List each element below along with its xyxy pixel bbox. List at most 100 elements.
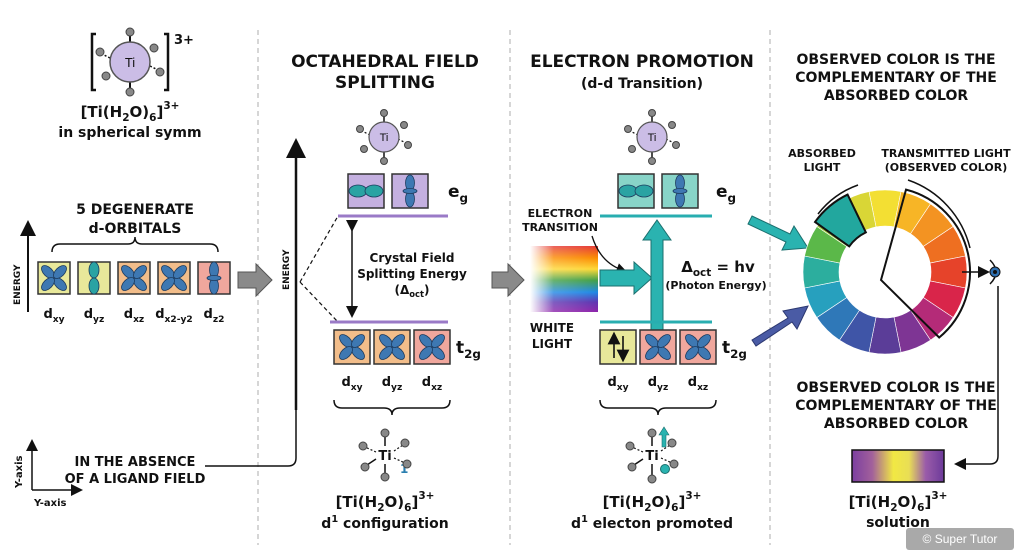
color-wheel xyxy=(802,188,971,355)
t2g-label-3: t2g xyxy=(722,338,747,361)
promotion-title-1: ELECTRON PROMOTION xyxy=(530,52,754,72)
complex-icon-promoted: Ti xyxy=(625,426,679,484)
orbital-label-dxz: dxz xyxy=(124,307,144,325)
orbital-label-dyz: dyz xyxy=(84,307,105,325)
svg-text:Ti: Ti xyxy=(378,449,391,464)
ti-label: Ti xyxy=(125,55,135,70)
transmitted-arc xyxy=(907,179,971,249)
transmitted-light-2: (OBSERVED COLOR) xyxy=(885,161,1008,174)
svg-text:Ti: Ti xyxy=(380,132,389,144)
absorbed-wedge xyxy=(813,193,868,248)
formula-spherical: [Ti(H2O)6]3+ xyxy=(81,100,180,124)
degenerate-orbital-labels: dxy dyz dxz dx2-y2 dz2 xyxy=(43,307,224,325)
degenerate-brace xyxy=(51,236,219,253)
t2g-label-dxz: dxz xyxy=(422,375,442,393)
t2g-box-3b xyxy=(639,329,677,365)
electron-pair-arrows xyxy=(607,331,630,363)
gray-arrow-1 xyxy=(237,262,273,298)
caption-spherical: in spherical symm xyxy=(58,125,201,141)
solution-swatch xyxy=(851,449,945,483)
cfse-text-2: Splitting Energy xyxy=(357,267,467,281)
color-title-1: OBSERVED COLOR IS THE xyxy=(796,52,995,68)
absorbed-light-1: ABSORBED xyxy=(788,147,856,160)
split-line-up xyxy=(299,215,339,283)
complex-icon-octahedral: Ti xyxy=(356,109,412,165)
observed-text-1: OBSERVED COLOR IS THE xyxy=(796,380,995,396)
t2g-brace-2 xyxy=(333,399,451,416)
eg-label-3: eg xyxy=(716,182,736,205)
panel-color: OBSERVED COLOR IS THE COMPLEMENTARY OF T… xyxy=(788,52,1014,550)
white-light-2: LIGHT xyxy=(532,337,573,351)
absorbed-light-2: LIGHT xyxy=(804,161,841,174)
formula-solution: [Ti(H2O)6]3+ xyxy=(849,490,948,514)
transmitted-wedge xyxy=(879,188,971,339)
observed-text-2: COMPLEMENTARY OF THE xyxy=(795,398,997,414)
complex-icon-spherical: Ti 3+ xyxy=(90,27,194,97)
t2g-box-2 xyxy=(373,329,411,365)
t2g3-label-dyz: dyz xyxy=(648,375,669,393)
degenerate-title-2: d-ORBITALS xyxy=(89,221,182,237)
white-light-1: WHITE xyxy=(530,321,574,335)
formula-d1: [Ti(H2O)6]3+ xyxy=(336,490,435,514)
t2g-label-2: t2g xyxy=(456,338,481,361)
photon-arrow xyxy=(599,260,653,296)
t2g-box-3 xyxy=(413,329,451,365)
orbital-label-dx2y2: dx2-y2 xyxy=(155,307,193,325)
svg-text:Ti: Ti xyxy=(645,449,658,464)
panel-spherical: Ti 3+ [Ti(H2O)6]3+ in spherical symm 5 D… xyxy=(13,27,297,509)
gray-arrow-2 xyxy=(491,262,525,298)
delta-equation: Δoct = hv xyxy=(681,258,755,279)
arrow-t2g-to-wheel xyxy=(751,305,809,347)
t2g-label-dyz: dyz xyxy=(382,375,403,393)
degenerate-orbitals xyxy=(37,261,231,295)
transition-pointer xyxy=(591,235,627,274)
t2g3-label-dxy: dxy xyxy=(607,375,628,393)
wheel-center xyxy=(842,229,928,315)
octahedral-title-2: SPLITTING xyxy=(335,73,435,93)
promotion-arrow xyxy=(642,219,672,331)
y-axis-label: Y-axis xyxy=(14,455,25,489)
energy-label-2: ENERGY xyxy=(282,249,292,290)
complex-charge: 3+ xyxy=(174,33,194,48)
formula-promoted: [Ti(H2O)6]3+ xyxy=(603,490,702,514)
panel-promotion: ELECTRON PROMOTION (d-d Transition) Ti e… xyxy=(522,52,809,532)
t2g-box-3a xyxy=(599,329,637,365)
color-title-2: COMPLEMENTARY OF THE xyxy=(795,70,997,86)
promoted-electron-dot xyxy=(660,464,670,474)
promoted-electron-arrow xyxy=(658,426,670,448)
electron-transition-1: ELECTRON xyxy=(528,207,593,220)
cfse-text-3: (Δoct) xyxy=(395,283,430,299)
photon-energy: (Photon Energy) xyxy=(665,279,766,292)
orbital-label-dxy: dxy xyxy=(43,307,64,325)
absence-text-1: IN THE ABSENCE xyxy=(75,455,196,470)
svg-text:Ti: Ti xyxy=(648,132,657,144)
t2g-box-1 xyxy=(333,329,371,365)
t2g-box-3c xyxy=(679,329,717,365)
x-axis-label: Y-axis xyxy=(33,498,67,509)
split-line-down xyxy=(299,281,339,323)
config-d1: d1 configuration xyxy=(321,514,448,532)
arrow-eg-to-wheel xyxy=(747,215,809,251)
complex-icon-d1: Ti 1 xyxy=(358,428,412,482)
t2g3-label-dxz: dxz xyxy=(688,375,708,393)
solution-label: solution xyxy=(866,515,930,531)
eye-icon xyxy=(989,259,1001,285)
watermark-text: © Super Tutor xyxy=(923,532,998,546)
complex-icon-promotion: Ti xyxy=(624,109,680,165)
t2g-label-dxy: dxy xyxy=(341,375,362,393)
degenerate-title-1: 5 DEGENERATE xyxy=(76,202,194,218)
white-light-glow xyxy=(530,246,598,312)
electron-mark: 1 xyxy=(400,462,408,476)
orbital-label-dz2: dz2 xyxy=(204,307,225,325)
absorbed-arc xyxy=(817,184,859,215)
config-promoted: d1 electon promoted xyxy=(571,514,733,532)
watermark: © Super Tutor xyxy=(906,528,1014,550)
observed-text-3: ABSORBED COLOR xyxy=(824,416,968,432)
absence-connector xyxy=(205,410,297,467)
cfse-text-1: Crystal Field xyxy=(370,251,455,265)
t2g-brace-3 xyxy=(599,399,717,416)
promotion-title-2: (d-d Transition) xyxy=(581,76,703,92)
color-title-3: ABSORBED COLOR xyxy=(824,88,968,104)
